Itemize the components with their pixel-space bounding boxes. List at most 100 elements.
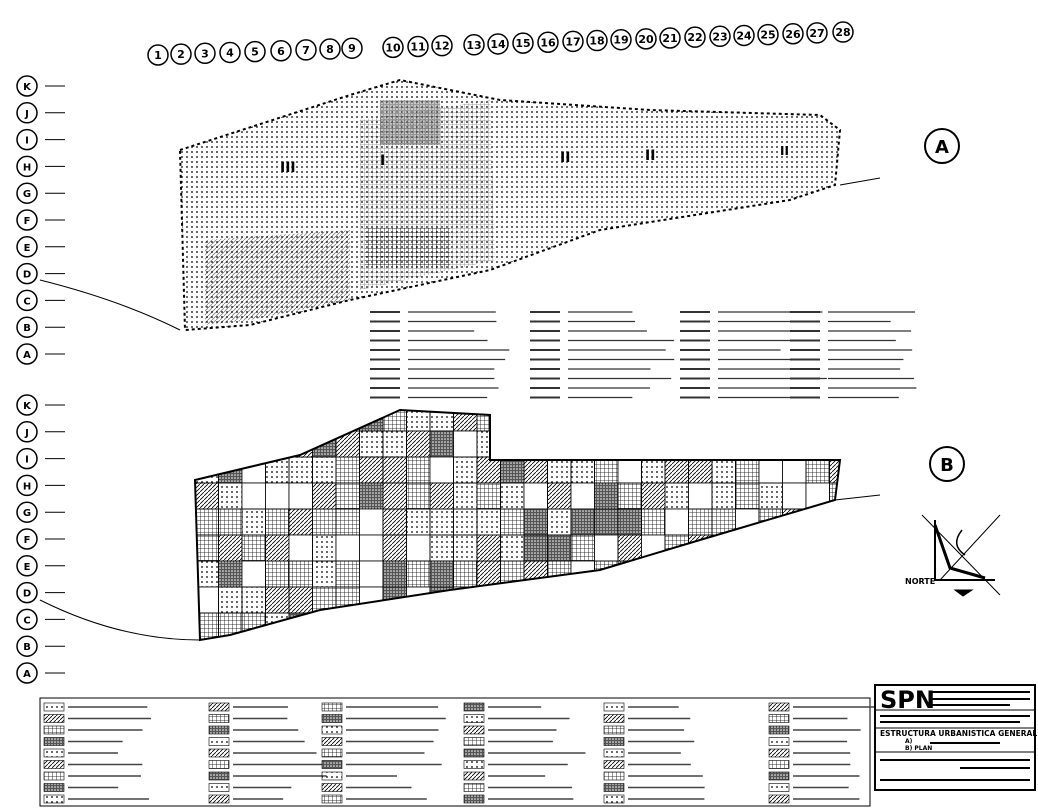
plan-b-block (805, 410, 830, 432)
plan-b-block (406, 508, 431, 536)
plan-b-block (711, 612, 736, 640)
plan-b-block (594, 534, 619, 562)
column-marker: 13 (463, 34, 485, 56)
row-marker-label: D (23, 270, 31, 281)
plan-b-block (453, 612, 478, 640)
plan-b-block (312, 560, 337, 588)
plan-b-block (641, 508, 666, 536)
column-marker-label: 21 (662, 32, 677, 45)
legend-swatch (43, 760, 65, 769)
plan-b-block (265, 508, 290, 536)
legend-swatch (603, 794, 625, 804)
sector-label: I (380, 153, 385, 169)
plan-b-block (382, 410, 407, 432)
legend-swatch (768, 760, 790, 769)
plan-b-block (359, 508, 384, 536)
column-marker: 9 (341, 37, 363, 59)
row-marker-label: J (24, 428, 29, 439)
legend-swatch (603, 725, 625, 735)
plan-a: A III I II II II (39, 78, 960, 332)
row-marker-label: H (23, 162, 31, 173)
plan-b-block (218, 430, 243, 458)
plan-b-block (476, 508, 501, 536)
plan-b-block (382, 508, 407, 536)
plan-b: B (39, 408, 965, 642)
row-marker: D (16, 581, 65, 604)
column-marker-label: 2 (177, 48, 185, 61)
plan-b-block (688, 482, 713, 510)
plan-b-block (688, 560, 713, 588)
legend-swatch (463, 771, 485, 781)
legend-swatch (321, 702, 343, 712)
plan-b-block (453, 508, 478, 536)
row-marker: J (16, 421, 65, 443)
plan-b-block (500, 534, 525, 562)
plan-b-block (241, 508, 266, 536)
plan-b-block (547, 508, 572, 536)
north-label: NORTE (905, 577, 935, 586)
plan-b-block (523, 410, 548, 432)
plan-b-block (453, 430, 478, 458)
plan-b-block (382, 560, 407, 588)
column-marker: 11 (407, 35, 429, 58)
logo-spn: SPN (880, 686, 935, 714)
row-marker-label: B (23, 642, 31, 653)
legend-swatch (321, 737, 343, 746)
legend-swatch (603, 702, 625, 712)
legend-swatch (768, 725, 790, 735)
plan-b-block (359, 482, 384, 510)
plan-b-block (406, 456, 431, 484)
legend-swatch (321, 725, 343, 735)
column-marker: 24 (733, 24, 755, 47)
plan-b-block (805, 508, 830, 536)
plan-b-block (688, 638, 713, 640)
plan-b-block (335, 534, 360, 562)
legend-swatch (208, 794, 230, 804)
plan-b-block (453, 482, 478, 510)
column-marker-label: 13 (466, 39, 481, 52)
sector-label: II (780, 144, 789, 158)
plan-b-block (429, 410, 454, 432)
column-marker-label: 25 (760, 29, 775, 42)
plan-b-block (805, 560, 830, 588)
plan-b-block (805, 586, 830, 614)
legend-swatch (768, 783, 790, 792)
row-marker: G (16, 501, 65, 523)
plan-b-block (500, 612, 525, 640)
legend-swatch (603, 714, 625, 723)
plan-b-block (195, 534, 219, 562)
plan-b-block (453, 456, 478, 484)
plan-b-block (829, 560, 840, 588)
plan-b-block (594, 586, 619, 614)
plan-b-block (406, 586, 431, 614)
plan-b-block (241, 534, 266, 562)
plan-b-block (218, 638, 243, 640)
plan-b-block (617, 410, 642, 432)
plan-b-block (711, 430, 736, 458)
plan-b-block (335, 612, 360, 640)
plan-b-block (500, 638, 525, 640)
legend-swatch (208, 771, 230, 781)
column-marker: 28 (832, 21, 854, 43)
column-marker-label: 16 (540, 36, 556, 49)
plan-b-block (500, 586, 525, 614)
plan-b-block (429, 482, 454, 510)
legend-swatch (43, 783, 65, 792)
plan-b-block (382, 638, 407, 640)
sector-label: II (645, 148, 655, 164)
plan-b-block (711, 638, 736, 640)
plan-b-block (758, 482, 783, 510)
column-marker-label: 22 (687, 31, 702, 44)
plan-b-block (782, 612, 807, 640)
plan-b-block (453, 638, 478, 640)
row-marker-label: B (23, 323, 31, 334)
plan-b-block (758, 534, 783, 562)
plan-b-block (359, 430, 384, 458)
plan-b-block (735, 560, 760, 588)
row-marker: K (16, 394, 65, 416)
plan-b-block (195, 508, 219, 536)
column-marker-label: 3 (201, 47, 209, 60)
plan-b-block (265, 410, 290, 432)
plan-b-block (829, 410, 840, 432)
plan-b-block (476, 482, 501, 510)
